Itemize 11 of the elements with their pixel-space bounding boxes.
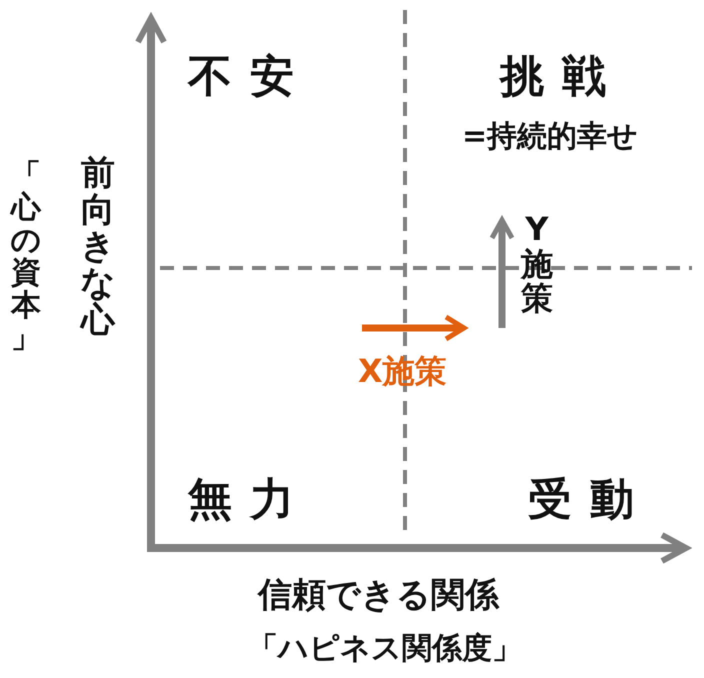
quadrant-note: =持続的幸せ [462, 122, 638, 152]
axis-subtitle: 「心の資本」 [10, 160, 42, 354]
quadrant-label: 挑戦 [500, 55, 624, 99]
axis-title: 前向きな心 [80, 155, 116, 339]
axis-title: 信頼できる関係 [258, 578, 499, 612]
quadrant-label: 不安 [188, 55, 312, 99]
arrow-label: X施策 [358, 355, 447, 387]
quadrant-label: 受動 [528, 478, 652, 522]
quadrant-label: 無力 [188, 478, 312, 522]
arrow-label: Y施策 [520, 212, 554, 316]
axis-subtitle: 「ハピネス関係度」 [248, 634, 522, 664]
